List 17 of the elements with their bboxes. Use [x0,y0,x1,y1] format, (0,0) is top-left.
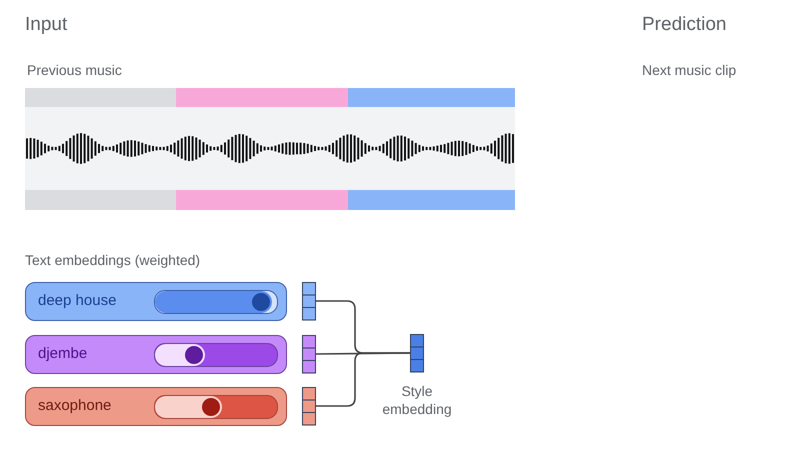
vector-icon [302,387,316,426]
vector-icon [302,282,316,320]
embedding-pill [25,282,287,321]
style-label: saxophone [38,397,112,414]
vector-icon [302,335,316,374]
style-label: djembe [38,345,88,362]
panel-label: Text embeddings (weighted) [25,252,200,268]
panel-label: Previous music [27,62,122,78]
embedding-pill [25,335,287,374]
bracket-connector [316,352,410,407]
embedding-pill [25,387,287,426]
section-heading: Input [25,14,68,36]
section-heading: Prediction [642,14,726,36]
style-label: deep house [38,292,116,309]
vector-caption: Style embedding [381,382,453,418]
vector-icon [410,334,424,372]
panel-label: Next music clip [642,62,736,78]
